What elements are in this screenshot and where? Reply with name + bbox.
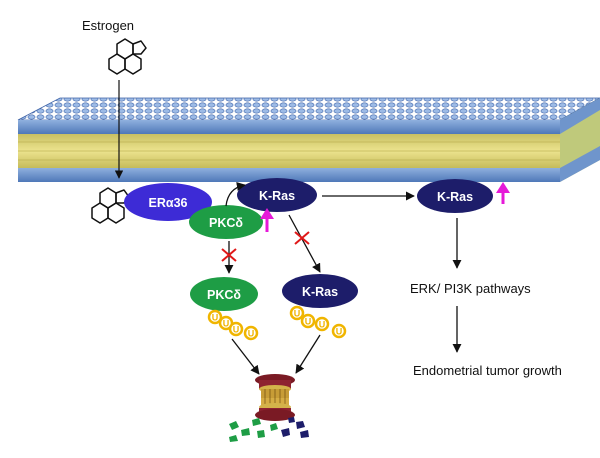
- pkc-membrane-label: PKCδ: [209, 216, 243, 230]
- svg-text:U: U: [248, 329, 255, 339]
- svg-text:U: U: [294, 309, 301, 319]
- outcome-label: Endometrial tumor growth: [413, 363, 562, 378]
- bound-estrogen-icon: [91, 187, 130, 224]
- ubiquitin-icon: U: [300, 313, 316, 329]
- pkc-membrane-node: PKCδ: [189, 205, 263, 239]
- ubiquitin-icon: U: [314, 316, 330, 332]
- svg-text:U: U: [305, 317, 312, 327]
- pkc-degraded-label: PKCδ: [207, 288, 241, 302]
- kras-degradation-arrow: [288, 214, 321, 273]
- svg-text:U: U: [223, 319, 230, 329]
- cell-membrane: [17, 97, 600, 182]
- kras-right-node: K-Ras: [417, 179, 493, 213]
- kras-degraded-label: K-Ras: [302, 285, 338, 299]
- er-alpha36-node: ERα36: [124, 183, 212, 221]
- proteasome-icon: [255, 374, 295, 421]
- inhibition-x-icon: [221, 248, 237, 262]
- svg-text:U: U: [212, 313, 219, 323]
- ubiquitin-icon: U: [289, 305, 305, 321]
- estrogen-label: Estrogen: [82, 18, 134, 33]
- kras-right-label: K-Ras: [437, 190, 473, 204]
- inhibition-x-icon-2: [294, 231, 310, 245]
- pkc-ubiquitin-chain: U U U U: [207, 309, 259, 341]
- svg-text:U: U: [233, 325, 240, 335]
- kras-ubiquitin-chain: U U U U: [289, 305, 347, 339]
- ubiquitin-icon: U: [228, 321, 244, 337]
- kras-degraded-node: K-Ras: [282, 274, 358, 308]
- degraded-fragments: [229, 417, 309, 442]
- kras-membrane-label: K-Ras: [259, 189, 295, 203]
- pkc-degraded-node: PKCδ: [190, 277, 258, 311]
- ubiquitin-icon: U: [207, 309, 223, 325]
- ubiquitin-icon: U: [243, 325, 259, 341]
- pkc-to-proteasome-arrow: [231, 338, 260, 375]
- kras-to-proteasome-arrow: [295, 334, 321, 374]
- pkc-to-kras-arrow: [225, 181, 246, 207]
- ubiquitin-icon: U: [331, 323, 347, 339]
- upregulation-arrow-icon-right: [496, 182, 510, 204]
- kras-membrane-node: K-Ras: [237, 178, 317, 212]
- upregulation-arrow-icon: [260, 208, 274, 232]
- svg-text:U: U: [336, 327, 343, 337]
- svg-text:U: U: [319, 320, 326, 330]
- estrogen-molecule-icon: [108, 38, 147, 75]
- er-alpha36-label: ERα36: [149, 196, 188, 210]
- pathways-label: ERK/ PI3K pathways: [410, 281, 531, 296]
